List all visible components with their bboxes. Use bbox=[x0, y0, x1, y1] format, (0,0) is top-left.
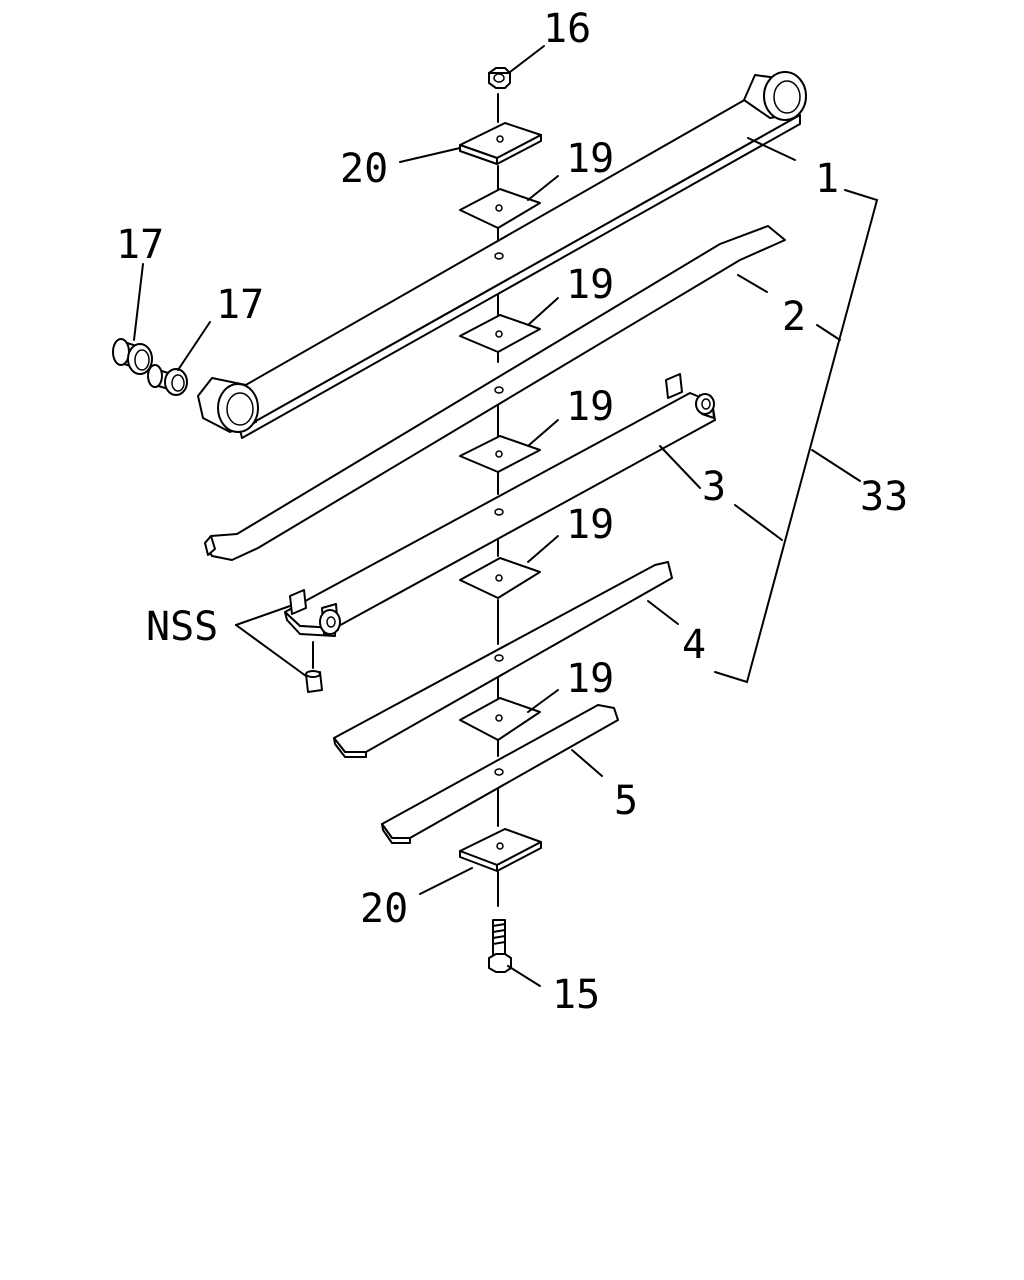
spacer-pad-3 bbox=[459, 435, 541, 473]
label-19-4: 19 bbox=[566, 502, 614, 548]
label-1: 1 bbox=[815, 156, 839, 202]
bushing-inner bbox=[147, 364, 188, 396]
label-20-bottom: 20 bbox=[360, 886, 408, 932]
label-4: 4 bbox=[682, 622, 706, 668]
label-33: 33 bbox=[860, 474, 908, 520]
second-leaf bbox=[204, 225, 786, 561]
label-nss: NSS bbox=[146, 604, 218, 650]
third-leaf bbox=[284, 373, 716, 637]
label-17-inner: 17 bbox=[216, 282, 264, 328]
label-2: 2 bbox=[782, 294, 806, 340]
fourth-leaf bbox=[333, 561, 673, 758]
top-clamp-plate bbox=[459, 122, 542, 165]
label-3: 3 bbox=[702, 464, 726, 510]
fifth-leaf bbox=[381, 704, 619, 844]
label-19-5: 19 bbox=[566, 656, 614, 702]
spacer-pad-4 bbox=[459, 557, 541, 599]
label-19-1: 19 bbox=[566, 136, 614, 182]
label-15: 15 bbox=[552, 972, 600, 1018]
label-5: 5 bbox=[614, 778, 638, 824]
label-17-outer: 17 bbox=[116, 222, 164, 268]
hex-nut bbox=[488, 67, 511, 89]
bottom-clamp-plate bbox=[459, 828, 542, 872]
label-19-3: 19 bbox=[566, 384, 614, 430]
label-20-top: 20 bbox=[340, 146, 388, 192]
spacer-pad-5 bbox=[459, 697, 541, 741]
leader-lines bbox=[133, 45, 861, 987]
bushing-outer bbox=[112, 338, 153, 375]
spacer-pad-1 bbox=[459, 188, 541, 229]
spacer-pad-2 bbox=[459, 314, 541, 353]
main-leaf bbox=[197, 71, 807, 439]
label-16: 16 bbox=[543, 6, 591, 52]
assembly-bracket bbox=[714, 189, 879, 684]
nss-rivet bbox=[305, 641, 323, 693]
label-19-2: 19 bbox=[566, 262, 614, 308]
center-bolt bbox=[488, 919, 512, 973]
